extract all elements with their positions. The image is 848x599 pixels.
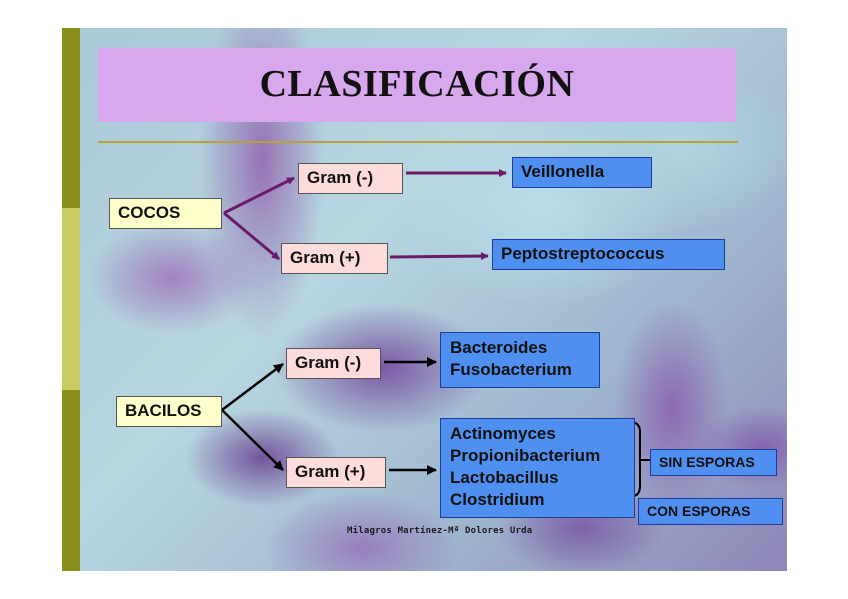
side-bar-middle xyxy=(62,208,80,390)
arrow-gram-pos-peptostreptococcus xyxy=(389,252,489,261)
label-sin-esporas: SIN ESPORAS xyxy=(650,449,777,476)
genus-actinomyces: Actinomyces xyxy=(450,424,556,443)
side-bar-top xyxy=(62,28,80,208)
node-bacilos-gram-neg: Gram (-) xyxy=(286,348,381,379)
genus-bacteroides: Bacteroides xyxy=(450,338,548,357)
node-peptostreptococcus: Peptostreptococcus xyxy=(492,239,725,270)
arrow-bacilos-gram-pos xyxy=(221,409,284,471)
node-gram-pos-bacilli-group: Actinomyces Propionibacterium Lactobacil… xyxy=(440,418,635,518)
author-credit: Milagros Martínez-Mª Dolores Urda xyxy=(347,526,533,536)
side-bar-bottom xyxy=(62,390,80,571)
node-cocos-gram-pos: Gram (+) xyxy=(281,243,388,274)
genus-clostridium: Clostridium xyxy=(450,490,545,509)
label-con-esporas: CON ESPORAS xyxy=(638,498,783,525)
node-veillonella: Veillonella xyxy=(512,157,652,188)
node-bacilos-gram-pos: Gram (+) xyxy=(286,457,386,488)
cocos-arrows xyxy=(223,169,507,261)
arrow-bacilos-gram-neg xyxy=(221,363,284,411)
genus-propionibacterium: Propionibacterium xyxy=(450,446,601,465)
slide-title: CLASIFICACIÓN xyxy=(259,63,575,105)
node-cocos: COCOS xyxy=(109,198,222,229)
arrow-cocos-gram-pos xyxy=(223,211,280,261)
genus-lactobacillus: Lactobacillus xyxy=(450,468,559,487)
genus-fusobacterium: Fusobacterium xyxy=(450,360,572,379)
title-divider xyxy=(98,141,738,143)
node-gram-neg-bacilli-group: Bacteroides Fusobacterium xyxy=(440,332,600,388)
title-banner xyxy=(98,48,736,122)
node-bacilos: BACILOS xyxy=(116,396,222,427)
arrow-cocos-gram-neg xyxy=(223,176,295,215)
node-cocos-gram-neg: Gram (-) xyxy=(298,163,403,194)
